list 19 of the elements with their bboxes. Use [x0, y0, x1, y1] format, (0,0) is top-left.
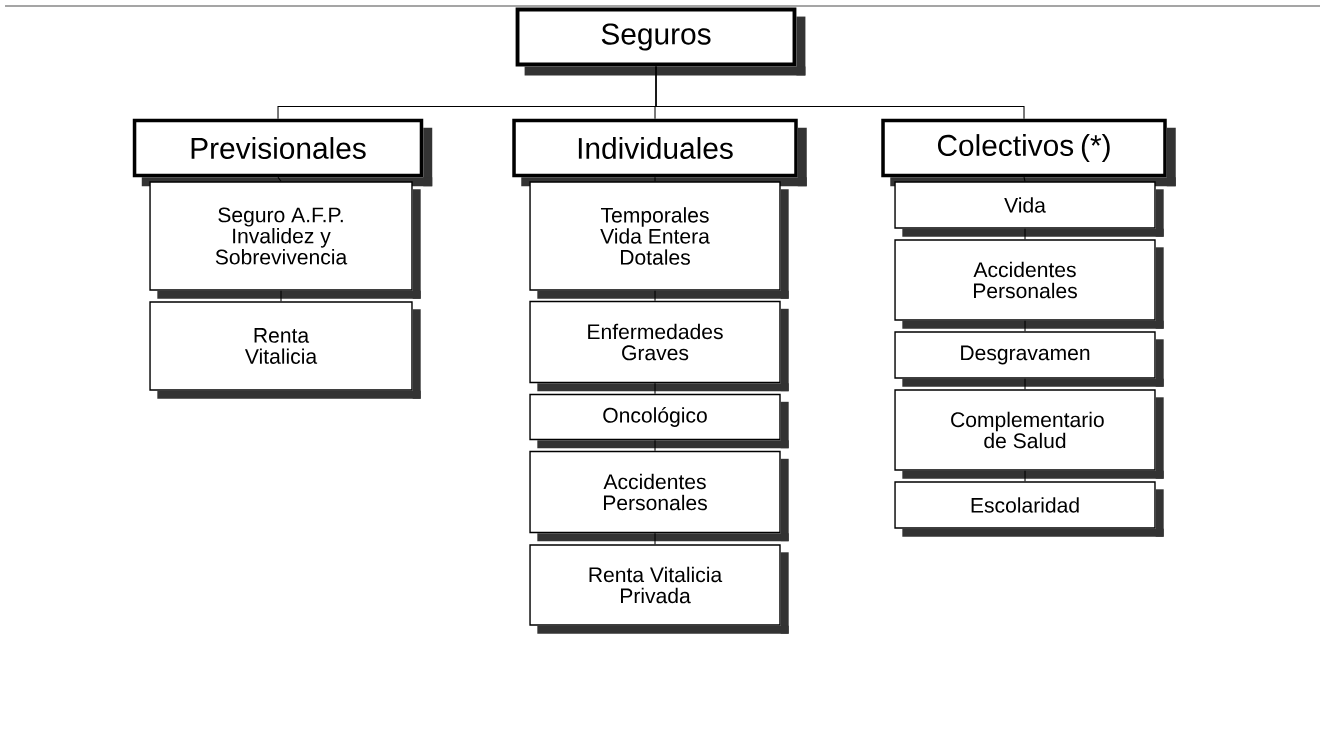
connector-line — [277, 176, 282, 182]
category-box: Individuales — [512, 118, 807, 187]
item-box: Renta Vitalicia Privada — [529, 544, 789, 634]
item-box: Accidentes Personales — [529, 450, 789, 542]
category-box: Colectivos (*) — [881, 118, 1176, 187]
item-box: Enfermedades Graves — [529, 300, 789, 392]
item-box: Complementario de Salud — [894, 389, 1164, 479]
category-box: Previsionales — [132, 118, 433, 187]
item-box: Accidentes Personales — [894, 239, 1164, 329]
root-box: Seguros — [515, 7, 806, 76]
item-box: Escolaridad — [894, 481, 1164, 537]
item-box: Renta Vitalicia — [149, 301, 421, 399]
connector-line — [1023, 176, 1026, 182]
item-box: Temporales Vida Entera Dotales — [529, 181, 789, 299]
connector-line — [655, 65, 1025, 120]
item-box: Vida — [894, 181, 1164, 237]
item-box: Desgravamen — [894, 331, 1164, 387]
item-box: Oncológico — [529, 393, 789, 449]
item-box: Seguro A.F.P. Invalidez y Sobrevivencia — [149, 181, 421, 299]
